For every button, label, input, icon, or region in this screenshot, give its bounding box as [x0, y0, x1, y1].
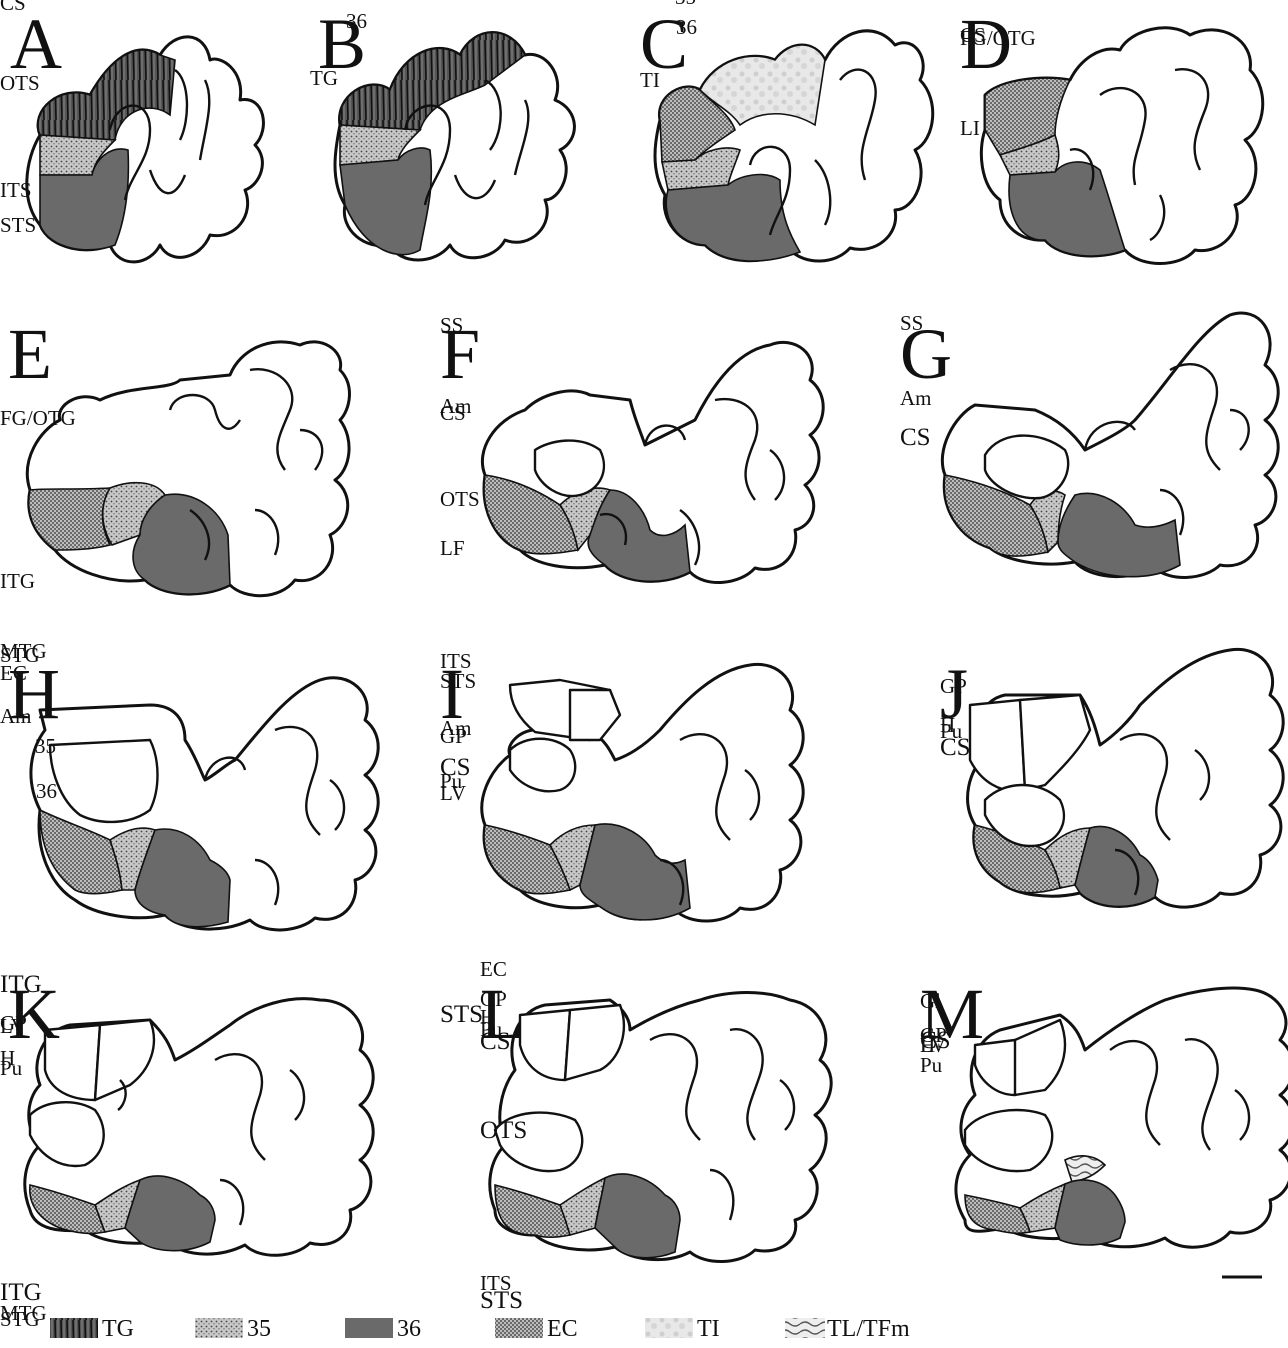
panel-b: BTG3536 — [310, 0, 574, 260]
legend-label: TL/TFm — [827, 1316, 910, 1342]
region-label: TG — [310, 66, 338, 90]
region-label: LV — [0, 1014, 26, 1038]
region-label: LV — [440, 781, 466, 805]
region-label: CS — [440, 401, 466, 425]
legend-label: TG — [102, 1316, 134, 1342]
region-label: Am — [440, 716, 472, 740]
region-label: CS — [480, 1028, 511, 1055]
legend: TG 35 36 EC TI TL/TFm — [50, 1316, 910, 1342]
region-label: SS — [900, 311, 923, 335]
region-label: 36 — [36, 779, 57, 803]
region-label: TI — [640, 68, 660, 92]
legend-item-ti: TI — [645, 1316, 720, 1342]
region-label: LF — [440, 536, 465, 560]
legend-item-35: 35 — [195, 1316, 271, 1342]
region-label: OTS — [440, 487, 480, 511]
region-label: CS — [940, 734, 971, 761]
region-label: ITG — [0, 569, 35, 593]
region-36 — [340, 148, 431, 255]
legend-swatch — [345, 1318, 393, 1338]
region-label: STS — [0, 213, 36, 237]
region-label: 36 — [676, 15, 697, 39]
region-label: 35 — [675, 0, 696, 9]
region-label: CS — [0, 0, 26, 15]
region-label: Am — [0, 704, 32, 728]
region-label: EC — [0, 661, 27, 685]
legend-swatch — [645, 1318, 693, 1338]
region-label: FG/OTG — [0, 406, 76, 430]
region-label: CS — [920, 1027, 951, 1054]
region-label: ITS — [480, 1271, 512, 1295]
region-label: OTS — [0, 71, 40, 95]
region-label: Am — [900, 386, 932, 410]
region-label: LI — [960, 116, 980, 140]
legend-item-36: 36 — [345, 1316, 421, 1342]
panel-a: ASTSCSITSOTS — [0, 0, 263, 262]
legend-item-ec: EC — [495, 1316, 578, 1342]
region-label: Gl — [920, 989, 941, 1013]
region-label: STS — [440, 1001, 483, 1028]
panel-e: ESTGMTGFG/OTGITG — [0, 314, 349, 667]
region-label: ITS — [0, 178, 32, 202]
region-ec — [29, 488, 110, 550]
region-label: 36 — [346, 9, 367, 33]
panel-l: LPuGPSTSHITSECCSOTS — [480, 957, 831, 1314]
region-label: ITG — [0, 1279, 42, 1306]
region-label: SS — [440, 313, 463, 337]
region-label: CS — [900, 424, 931, 451]
region-label: H — [0, 1046, 15, 1070]
region-label: OTS — [480, 1117, 527, 1144]
region-label: FG/OTG — [960, 26, 1036, 50]
legend-label: TI — [697, 1316, 720, 1342]
panel-letter: E — [8, 314, 52, 394]
legend-swatch — [50, 1318, 98, 1338]
region-label: GP — [940, 674, 967, 698]
legend-label: 36 — [397, 1316, 421, 1342]
legend-swatch — [195, 1318, 243, 1338]
legend-item-tl-tfm: TL/TFm — [785, 1316, 910, 1342]
panel-h: HAmECITG3536 — [0, 654, 378, 998]
legend-item-tg: TG — [50, 1316, 134, 1342]
legend-swatch — [495, 1318, 543, 1338]
legend-label: EC — [547, 1316, 578, 1342]
region-label: CS — [440, 754, 471, 781]
panel-m: MPuGPLVGlHCS — [920, 974, 1288, 1247]
panel-c: CTIEC3536 — [640, 0, 933, 261]
legend-label: 35 — [247, 1316, 271, 1342]
subcortical-structure — [570, 690, 620, 740]
panel-k: KGPPuSTGLVHMTGITG — [0, 974, 373, 1331]
legend-swatch — [785, 1318, 825, 1338]
region-label: H — [480, 1005, 495, 1029]
region-label: EC — [480, 957, 507, 981]
region-label: 35 — [35, 734, 56, 758]
